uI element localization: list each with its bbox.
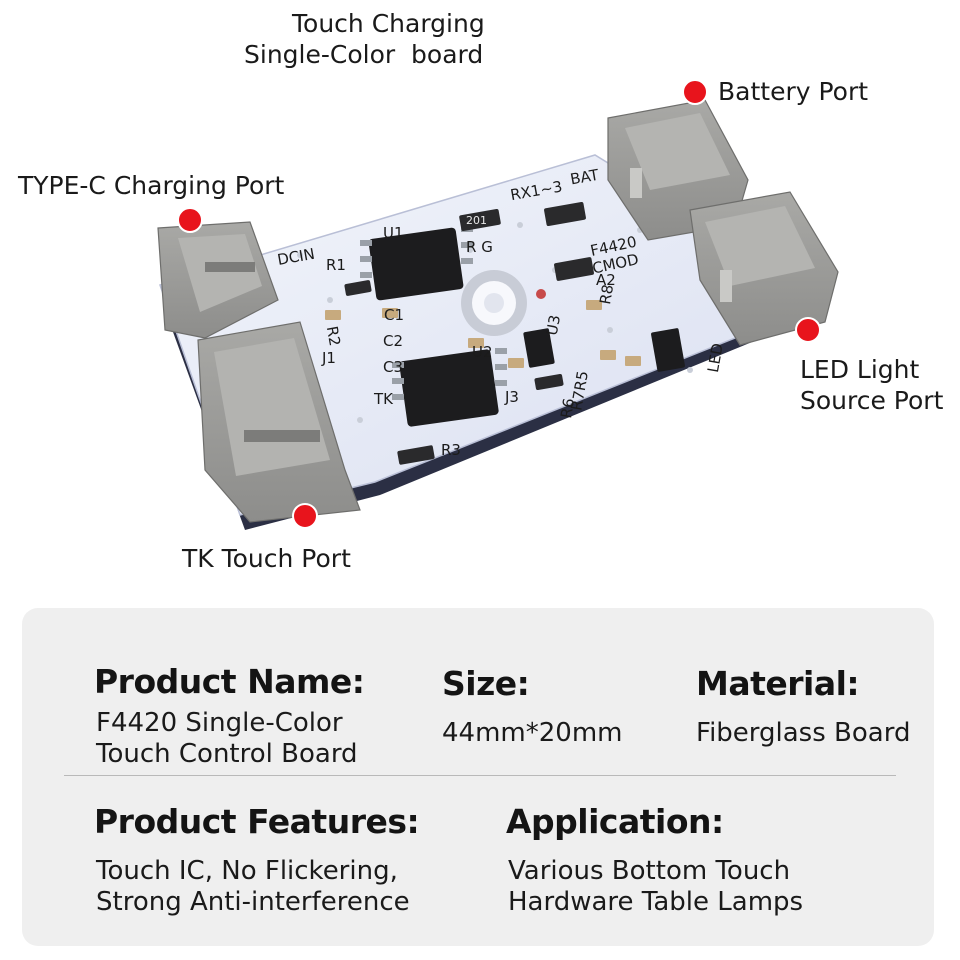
- battery-port-marker: [682, 79, 708, 105]
- features-heading: Product Features:: [94, 802, 420, 841]
- silk-r1: R1: [326, 256, 346, 274]
- features-line1: Touch IC, No Flickering,: [96, 856, 398, 886]
- size-value: 44mm*20mm: [442, 718, 623, 748]
- silk-u2: U2: [472, 343, 493, 361]
- silk-r3: R3: [441, 441, 461, 459]
- typec-port-label: TYPE-C Charging Port: [18, 171, 285, 200]
- typec-port-marker: [177, 207, 203, 233]
- features-value: Touch IC, No Flickering, Strong Anti-int…: [96, 856, 410, 918]
- silk-c2: C2: [383, 332, 403, 350]
- silk-a2: A2: [596, 271, 616, 289]
- silk-r2: R2: [323, 325, 344, 348]
- led-port-label-line2: Source Port: [800, 386, 944, 415]
- ic-u2: [392, 348, 507, 427]
- silk-tk: TK: [373, 390, 394, 408]
- product-name-value: F4420 Single-Color Touch Control Board: [96, 708, 358, 770]
- smd-capacitors: [325, 300, 641, 368]
- ic-u1: [360, 226, 473, 301]
- application-line2: Hardware Table Lamps: [508, 887, 804, 917]
- board-title: Touch Charging Single-Color board: [244, 8, 485, 70]
- silk-u3: U3: [543, 314, 564, 337]
- board-title-line1: Touch Charging: [292, 9, 485, 38]
- application-value: Various Bottom Touch Hardware Table Lamp…: [508, 856, 803, 918]
- application-line1: Various Bottom Touch: [508, 856, 791, 886]
- silk-res-value: 201: [466, 214, 487, 227]
- material-heading: Material:: [696, 664, 860, 703]
- silk-r8: R8: [596, 283, 617, 306]
- battery-port-label: Battery Port: [718, 77, 869, 106]
- led-port-label-line1: LED Light: [800, 355, 920, 384]
- board-photo: U1 R1 R2 C1 C2 C3 U2 TK R3 J1 J3 U3 R7R5…: [157, 79, 839, 530]
- info-panel: [22, 608, 934, 946]
- silk-c3: C3: [383, 358, 403, 376]
- silk-led: LED: [704, 342, 727, 374]
- transistor-right: [651, 328, 685, 372]
- led-connector: [689, 191, 839, 346]
- panel-divider: [64, 775, 896, 776]
- smd-components: [344, 201, 594, 465]
- silk-bat: BAT: [569, 166, 601, 189]
- led-port-marker: [795, 317, 821, 343]
- material-value: Fiberglass Board: [696, 718, 911, 748]
- product-name-heading: Product Name:: [94, 662, 365, 701]
- silk-j3: J3: [504, 388, 519, 406]
- silk-rg: R G: [466, 238, 493, 256]
- board-title-line2: Single-Color board: [244, 40, 484, 69]
- application-heading: Application:: [506, 802, 724, 841]
- tk-port-label: TK Touch Port: [182, 544, 351, 573]
- features-line2: Strong Anti-interference: [96, 887, 410, 917]
- silk-u1: U1: [383, 224, 404, 242]
- product-name-line2: Touch Control Board: [96, 739, 358, 769]
- led-port-label: LED Light Source Port: [800, 354, 943, 416]
- silk-r6: R6: [557, 397, 578, 420]
- typec-connector: [157, 221, 279, 339]
- transistor-u3: [523, 328, 555, 368]
- battery-connector: [607, 99, 749, 241]
- silk-c1: C1: [384, 306, 404, 324]
- product-name-line1: F4420 Single-Color: [96, 708, 343, 738]
- silk-j1: J1: [321, 349, 336, 367]
- tk-port-marker: [292, 503, 318, 529]
- size-heading: Size:: [442, 664, 530, 703]
- tk-connector: [197, 321, 361, 523]
